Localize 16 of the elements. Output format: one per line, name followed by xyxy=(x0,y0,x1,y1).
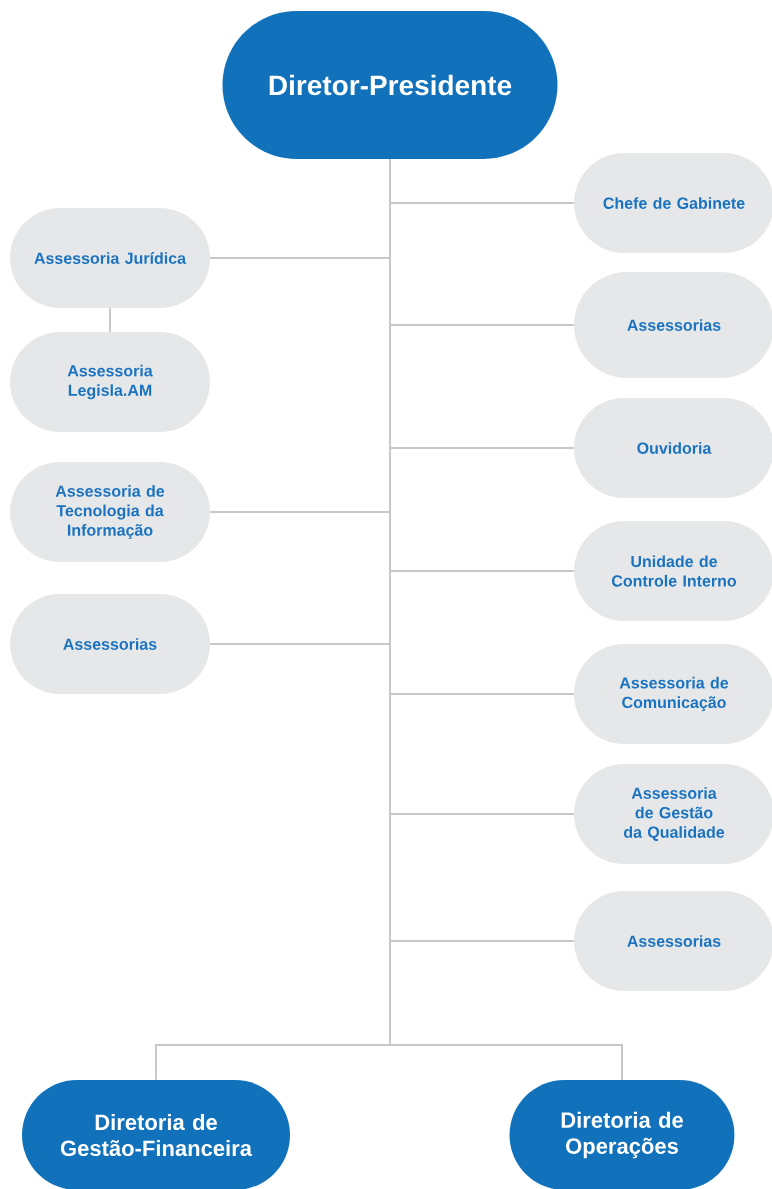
unit-box: Assessoria de Gestão da Qualidade xyxy=(574,764,772,864)
unit-box: Chefe de Gabinete xyxy=(574,153,772,253)
unit-box: Unidade de Controle Interno xyxy=(574,521,772,621)
unit-box: Assessoria de Comunicação xyxy=(574,644,772,744)
unit-box: Assessoria de Tecnologia da Informação xyxy=(10,462,210,562)
directorate-box: Diretoria de Gestão-Financeira xyxy=(22,1080,290,1189)
connector-line xyxy=(389,158,623,1081)
unit-box: Assessorias xyxy=(574,272,772,378)
unit-box: Assessoria Jurídica xyxy=(10,208,210,308)
unit-box: Assessoria Legisla.AM xyxy=(10,332,210,432)
unit-box: Assessorias xyxy=(10,594,210,694)
unit-box: Assessorias xyxy=(574,891,772,991)
directorate-box: Diretoria de Operações xyxy=(509,1080,735,1189)
connector-line xyxy=(109,307,111,333)
director-box: Diretor-Presidente xyxy=(222,11,558,159)
unit-box: Ouvidoria xyxy=(574,398,772,498)
